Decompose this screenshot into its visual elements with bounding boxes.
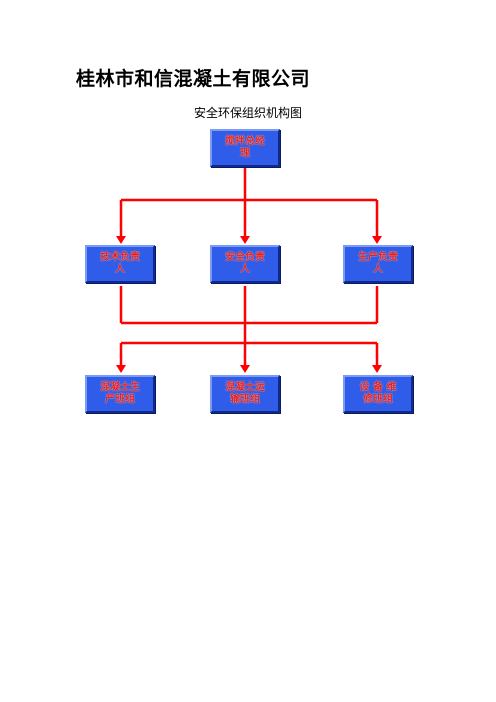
- node-concrete-production-team: 混凝土生 产班组: [85, 375, 155, 413]
- company-name: 桂林市和信混凝土有限公司: [76, 68, 311, 90]
- arrow-to-manager-2: [240, 236, 250, 244]
- node-concrete-transport-team: 混凝土运 输班组: [210, 375, 280, 413]
- arrow-to-team-1: [116, 365, 126, 373]
- node-general-manager: 搅拌总经 理: [210, 129, 280, 167]
- node-safety-lead: 安全负责 人: [210, 245, 280, 283]
- arrow-to-manager-3: [372, 236, 382, 244]
- node-concrete-production-team-label: 混凝土生 产班组: [100, 382, 140, 405]
- arrow-to-manager-1: [116, 236, 126, 244]
- node-production-lead: 生产负责 人: [343, 245, 413, 283]
- node-equipment-maintenance-team-label: 设 备 维 修班组: [359, 382, 397, 405]
- node-equipment-maintenance-team: 设 备 维 修班组: [343, 375, 413, 413]
- node-production-lead-label: 生产负责 人: [358, 252, 398, 275]
- node-general-manager-label: 搅拌总经 理: [225, 136, 265, 159]
- node-concrete-transport-team-label: 混凝土运 输班组: [225, 382, 265, 405]
- chart-title: 安全环保组织机构图: [0, 104, 496, 121]
- node-technical-lead: 技术负责 人: [85, 245, 155, 283]
- node-technical-lead-label: 技术负责 人: [100, 252, 140, 275]
- chart-title-text: 安全环保组织机构图: [193, 106, 302, 120]
- arrow-to-team-2: [240, 365, 250, 373]
- arrow-to-team-3: [372, 365, 382, 373]
- node-safety-lead-label: 安全负责 人: [225, 252, 265, 275]
